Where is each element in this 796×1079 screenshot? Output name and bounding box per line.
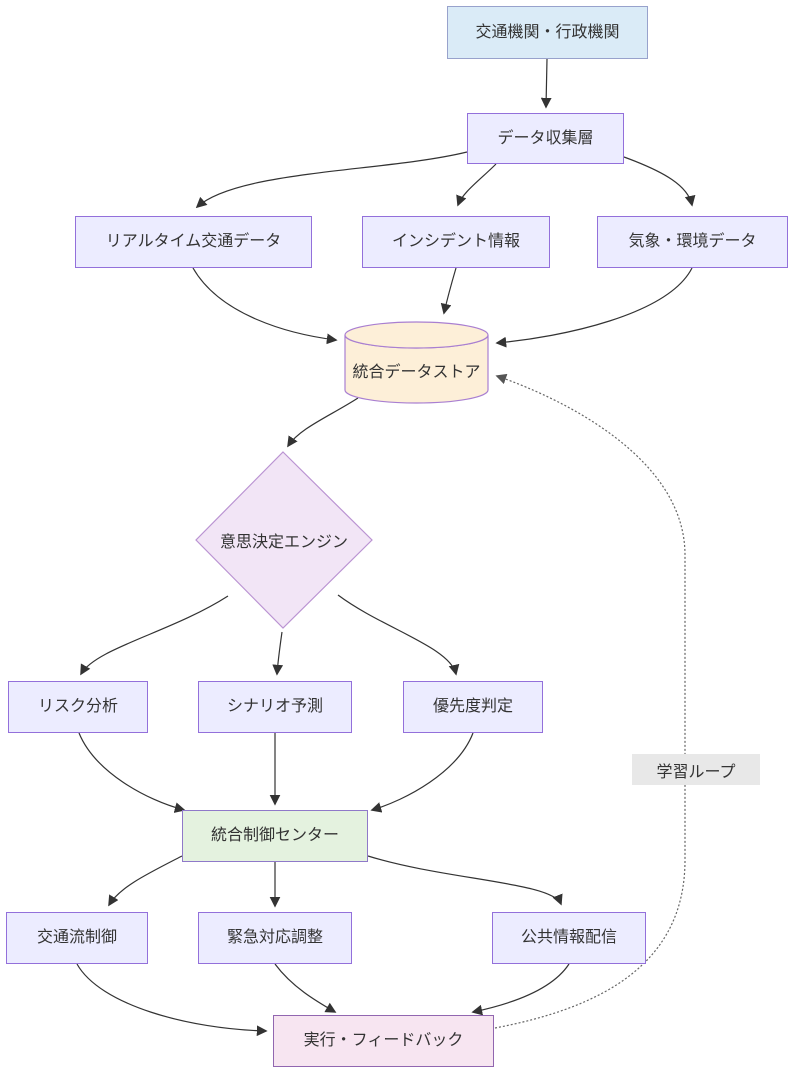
edge-emergency-exec	[274, 963, 337, 1013]
edge-collection-realtime	[195, 151, 468, 209]
node-execution-feedback-label: 実行・フィードバック	[303, 1032, 464, 1050]
node-realtime-traffic-data-label: リアルタイム交通データ	[105, 233, 282, 251]
edge-label-learning-loop-text: 学習ループ	[656, 763, 736, 781]
edge-engine-scenario	[272, 631, 284, 676]
node-scenario-prediction: シナリオ予測	[198, 681, 352, 733]
edge-exec-store-learning-loop	[494, 373, 686, 1029]
edge-realtime-store	[192, 267, 338, 345]
node-risk-analysis: リスク分析	[8, 681, 148, 733]
edge-public-exec	[471, 963, 570, 1016]
node-incident-info: インシデント情報	[362, 216, 550, 268]
node-priority-judgement-label: 優先度判定	[432, 698, 513, 716]
edge-store-engine	[287, 397, 359, 448]
node-decision-engine: 意思決定エンジン	[196, 515, 372, 565]
edge-agency-collection	[540, 58, 552, 109]
node-data-collection-layer: データ収集層	[467, 113, 624, 164]
node-transport-agency: 交通機関・行政機関	[447, 6, 648, 59]
edge-control-traffic	[108, 855, 183, 907]
node-public-info-distribution-label: 公共情報配信	[520, 929, 617, 947]
node-weather-env-data-label: 気象・環境データ	[628, 233, 757, 251]
edge-engine-priority	[337, 594, 460, 676]
node-emergency-response-coordination-label: 緊急対応調整	[226, 929, 323, 947]
node-priority-judgement: 優先度判定	[403, 681, 543, 733]
node-traffic-flow-control-label: 交通流制御	[36, 929, 117, 947]
edge-collection-incident	[456, 163, 497, 207]
node-data-collection-layer-label: データ収集層	[497, 129, 594, 147]
edge-traffic-exec	[76, 963, 268, 1037]
edge-priority-control	[370, 732, 474, 813]
node-transport-agency-label: 交通機関・行政機関	[475, 23, 620, 41]
edge-incident-store	[440, 267, 457, 315]
node-traffic-flow-control: 交通流制御	[6, 912, 148, 964]
edge-weather-store	[495, 267, 693, 348]
node-decision-engine-label: 意思決定エンジン	[219, 534, 348, 551]
edge-control-public	[367, 855, 563, 906]
node-execution-feedback: 実行・フィードバック	[273, 1015, 494, 1067]
node-realtime-traffic-data: リアルタイム交通データ	[75, 216, 312, 268]
node-incident-info-label: インシデント情報	[391, 233, 520, 251]
edge-label-learning-loop: 学習ループ	[632, 754, 760, 785]
node-public-info-distribution: 公共情報配信	[492, 912, 646, 964]
node-scenario-prediction-label: シナリオ予測	[226, 698, 323, 716]
edge-collection-weather	[623, 156, 696, 207]
node-integrated-data-store-label: 統合データストア	[352, 364, 481, 381]
diamond-shape	[195, 451, 373, 629]
cylinder-shape	[344, 321, 489, 404]
edge-engine-risk	[80, 595, 229, 676]
edge-risk-control	[78, 732, 186, 813]
node-risk-analysis-label: リスク分析	[37, 698, 118, 716]
node-emergency-response-coordination: 緊急対応調整	[198, 912, 352, 964]
node-integrated-data-store: 統合データストア	[345, 350, 488, 390]
node-integrated-control-center-label: 統合制御センター	[210, 827, 339, 845]
node-integrated-control-center: 統合制御センター	[182, 810, 368, 862]
node-weather-env-data: 気象・環境データ	[597, 216, 788, 268]
